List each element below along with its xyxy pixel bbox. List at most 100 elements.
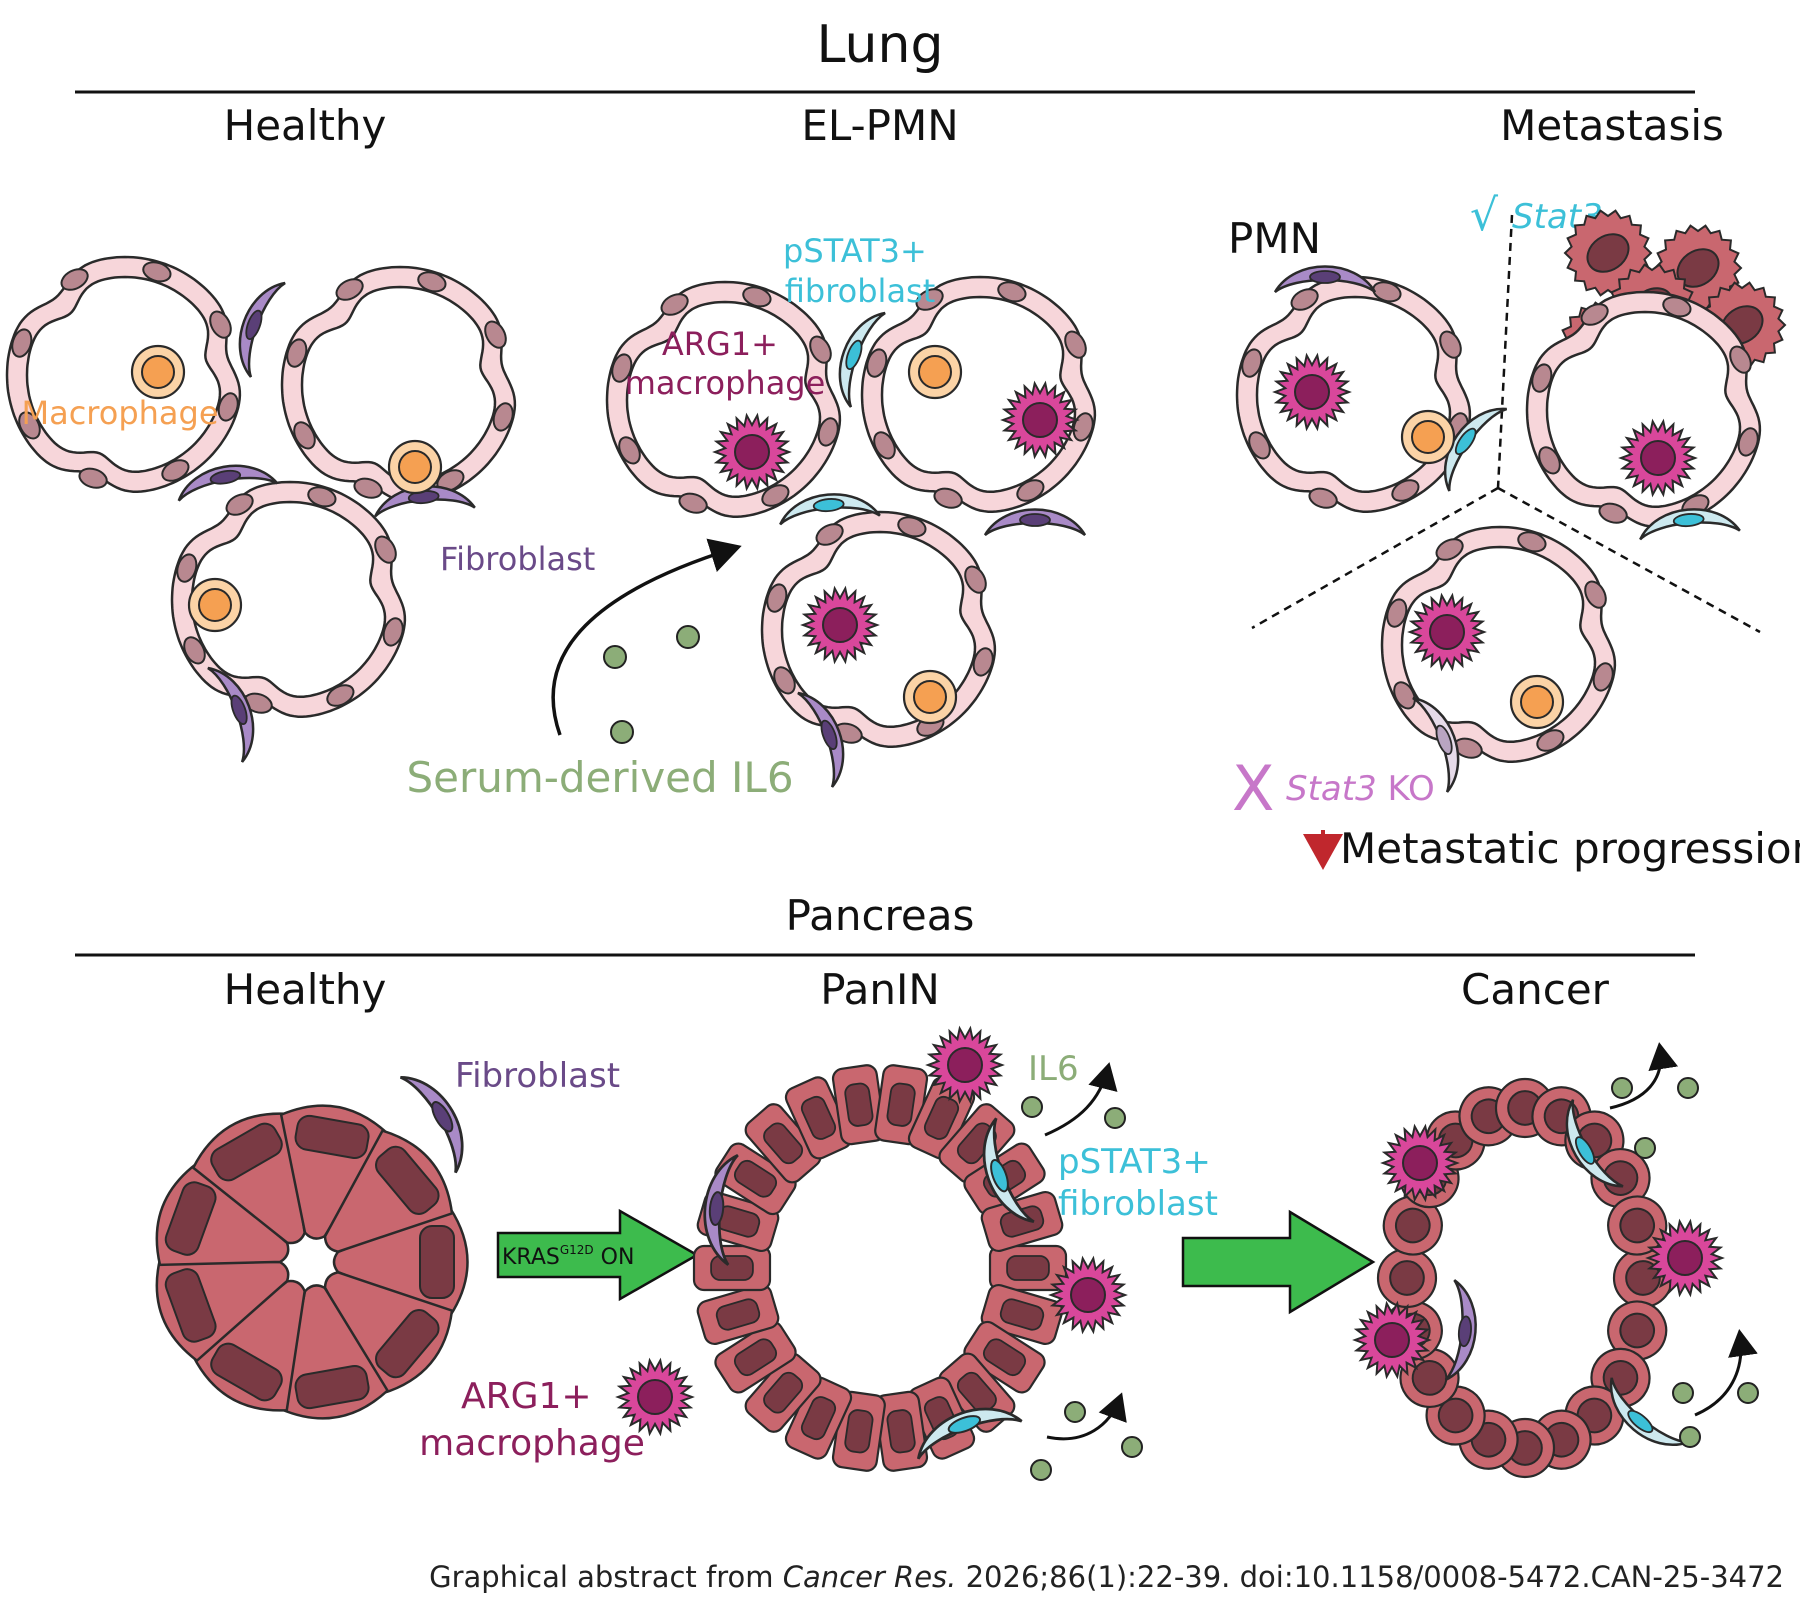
panin-pstat3-line-1: pSTAT3+ [1058,1142,1211,1182]
arg1-macrophage-nucleus [734,434,770,470]
il6-dot [1737,1382,1759,1404]
cancer-il6-arrow [1694,1329,1758,1417]
epithelial-nucleus [335,278,364,301]
kras-arrow-shape [496,1208,700,1302]
epithelial-nucleus [209,310,232,339]
acinar-nucleus [375,1145,440,1215]
epithelial-nucleus [1439,330,1462,359]
arg1-macrophage-cell [1380,1123,1460,1203]
epithelial-nucleus [326,684,355,707]
ductal-cell [1590,1147,1651,1209]
arg1-macrophage-nucleus [1374,1322,1410,1358]
divider-dashed [1497,486,1761,634]
caption-journal: Cancer Res. [782,1560,957,1594]
fibroblast-body [779,493,881,526]
ductal-cell [744,1352,822,1433]
fibroblast-nucleus [1309,270,1341,284]
lung-metastasis-title: Metastasis [1500,101,1724,150]
epithelial-nucleus [217,392,239,422]
epithelial-nucleus [773,666,796,695]
fibroblast-nucleus [1574,1136,1596,1165]
acinar-cell [279,1284,390,1420]
alveolus-lumen [25,275,222,474]
epithelial-nucleus [183,636,206,665]
cancer-duct [1376,1077,1674,1479]
ductal-nucleus [1411,1360,1448,1396]
epithelial-nucleus [353,477,383,499]
fibroblast-nucleus [820,719,838,751]
ductal-nucleus [1437,1397,1474,1434]
metastasis-alveolus [1525,290,1762,528]
epithelial-nucleus [817,417,839,447]
epithelial-nucleus [611,353,633,383]
macrophage-nucleus [1520,685,1554,719]
epithelial-nucleus [1435,538,1464,561]
acinar-cell [191,1279,306,1412]
ductal-cell [696,1283,780,1346]
cancer-il6-arrow [1609,1042,1679,1110]
panin-arg1-label: ARG1+ macrophage [419,1376,645,1464]
epithelial-nucleus [1729,345,1752,374]
ductal-nucleus [1602,1160,1639,1196]
fibroblast-cell [983,508,1087,537]
acinar-cell [191,1112,306,1245]
lung-metastasis-panel: PMN √ Stat3 X Stat3 KO [1228,190,1800,873]
acinar-nucleus [375,1309,440,1379]
epithelial-nucleus [1393,681,1416,710]
macrophage-nucleus [141,355,175,389]
stat3-check-mark: √ [1470,190,1499,241]
arg1-macrophage-nucleus [1429,614,1465,650]
arg1-macrophage-cell [800,585,880,665]
fibroblast-nucleus [1435,724,1453,756]
panin-title: PanIN [820,965,940,1014]
il6-arrow [551,538,742,736]
stat3-ko-suffix: KO [1377,769,1435,809]
panin-pstat3-line-2: fibroblast [1058,1184,1218,1224]
acinar-nucleus [419,1225,455,1299]
ductal-nucleus [1619,1312,1656,1349]
arg1-macrophage-nucleus [1667,1240,1703,1276]
fibroblast-nucleus [947,1415,982,1434]
kras-suffix: ON [594,1245,635,1270]
ductal-nucleus [844,1082,874,1127]
arg1-macrophage-cell [1272,352,1352,432]
panin-arg1-line-2: macrophage [419,1423,645,1464]
ductal-cell [784,1376,853,1460]
fibroblast-body [177,464,279,502]
epithelial-nucleus [1531,363,1553,393]
ductal-nucleus [763,1371,804,1414]
epithelial-nucleus [1580,303,1609,326]
il6-dot [603,645,627,669]
ko-fibroblast-cell [1412,696,1460,793]
il6-dot [1030,1459,1052,1481]
ductal-cell [980,1190,1064,1253]
healthy-acinus [155,1104,469,1420]
acinar-nucleus [210,1122,283,1182]
epithelial-nucleus [1064,330,1087,359]
epithelial-nucleus [1538,446,1561,475]
panin-il6-arrow [1046,1392,1127,1441]
pstat3-fibroblast-cell [1639,508,1741,541]
ductal-cell [1376,1247,1438,1309]
epithelial-nucleus [742,286,772,308]
arg1-macrophage-nucleus [947,1047,983,1083]
acinar-cell [155,1257,290,1363]
epithelial-nucleus [1391,479,1420,502]
fibroblast-label: Fibroblast [440,540,595,578]
fibroblast-nucleus [1457,1315,1472,1348]
epithelial-nucleus [492,402,514,432]
epithelial-nucleus [382,617,404,647]
arg1-macrophage-nucleus [1402,1145,1438,1181]
ductal-nucleus [844,1409,874,1454]
acinar-nucleus [164,1181,217,1256]
epithelial-nucleus [18,411,41,440]
il6-dot [1611,1077,1633,1099]
epithelial-nucleus [225,493,254,516]
ductal-cell [963,1320,1046,1394]
ductal-nucleus [763,1122,804,1165]
arg1-macrophage-cell [1407,592,1487,672]
arg1-macrophage-cell [1048,1255,1128,1335]
caption-citation: 2026;86(1):22-39. doi:10.1158/0008-5472.… [956,1560,1784,1594]
pmn-label: PMN [1228,214,1321,263]
epithelial-nucleus [1737,427,1759,457]
